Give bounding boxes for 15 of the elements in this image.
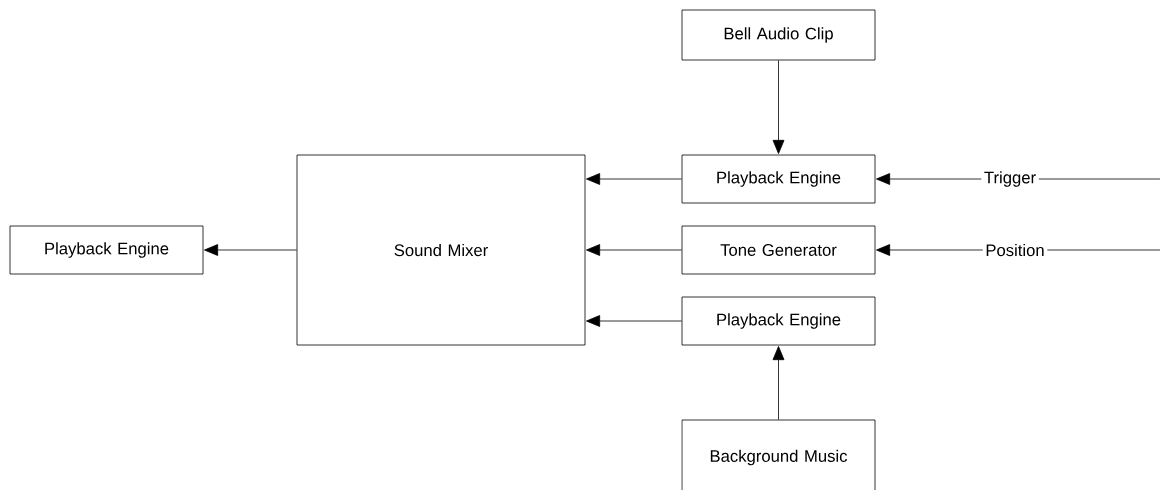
arrow (772, 60, 785, 154)
edge-label: Trigger (981, 168, 1039, 190)
arrow (586, 315, 682, 327)
process-box: Bell Audio Clip (681, 9, 876, 61)
process-box: Playback Engine (681, 296, 876, 346)
process-box: Playback Engine (681, 154, 876, 204)
mixer-box: Sound Mixer (296, 154, 586, 346)
process-box: Tone Generator (681, 225, 876, 275)
process-box: Background Music (681, 419, 876, 490)
arrow (772, 346, 785, 420)
arrow (586, 244, 682, 256)
process-box: Playback Engine (9, 225, 204, 275)
arrow (204, 244, 297, 256)
arrow (586, 173, 682, 185)
edge-label: Position (982, 241, 1048, 259)
